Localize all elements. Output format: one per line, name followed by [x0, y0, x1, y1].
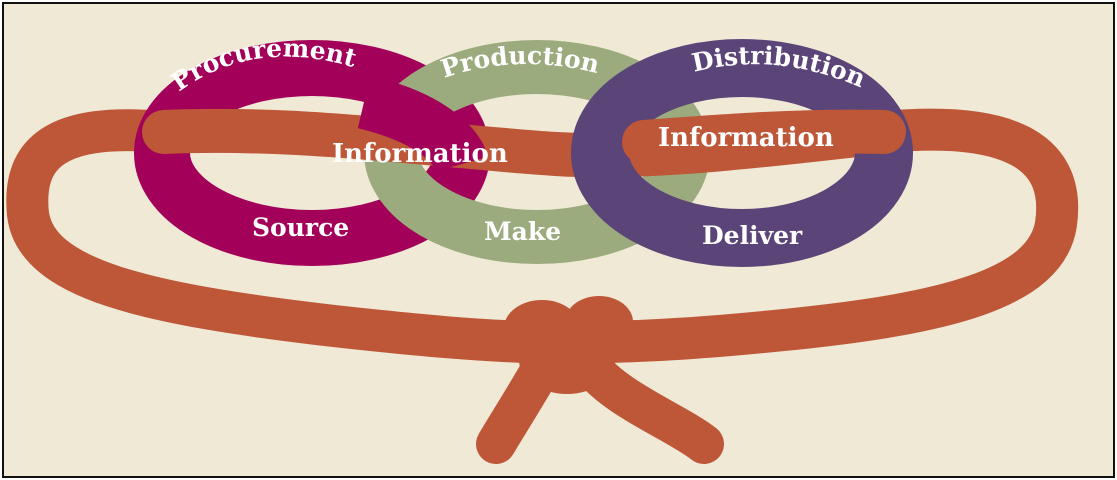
deliver-bottom-label: Deliver: [702, 221, 803, 250]
source-bottom-label: Source: [252, 213, 349, 242]
ring-source-overlap: [357, 75, 489, 174]
make-bottom-label: Make: [484, 217, 561, 246]
rope-band-right: [622, 109, 906, 164]
rope-label-right: Information: [658, 123, 834, 153]
rope-knot: [504, 296, 633, 394]
rope-loop-left: [6, 109, 545, 363]
rope-label-left: Information: [332, 139, 508, 169]
rope-loop-right: [583, 108, 1079, 363]
supply-chain-diagram: Procurement Source Production Make Distr…: [6, 33, 1079, 464]
knot-body: [519, 326, 615, 394]
